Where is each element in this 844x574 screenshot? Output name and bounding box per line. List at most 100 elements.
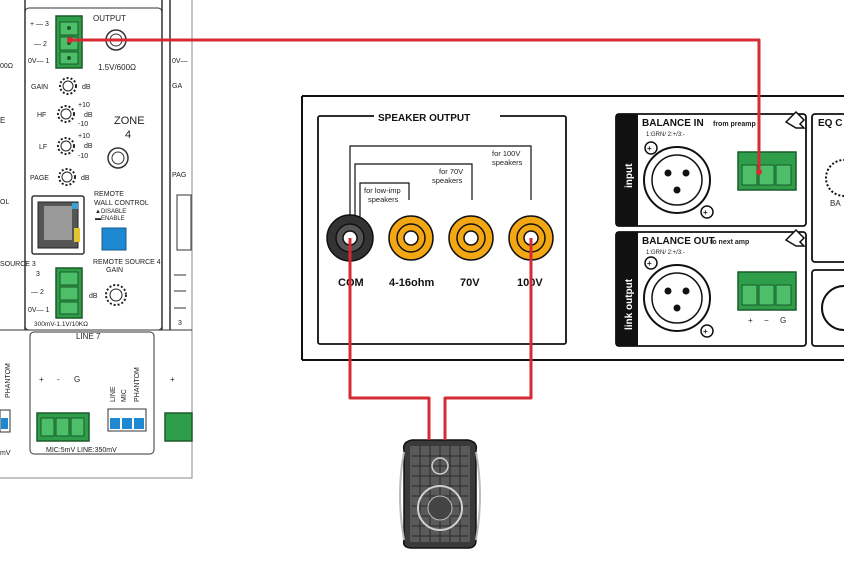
lf-knob[interactable] (57, 137, 75, 155)
terminal-brackets (349, 145, 532, 219)
scale-minus: -10 (78, 121, 88, 128)
terminal-label-70v: 70V (460, 277, 480, 289)
partial-label: GA (172, 83, 182, 90)
partial-connector (164, 412, 193, 442)
speaker-wire-com (348, 238, 431, 440)
rj45-port (31, 195, 85, 255)
gain-knob[interactable] (59, 77, 77, 95)
partial-jack (176, 194, 192, 251)
screw-icon (700, 205, 714, 219)
line-input-connector (55, 267, 83, 319)
zone-number: 4 (125, 129, 131, 141)
zone-label: ZONE (114, 115, 145, 127)
xlr-pin (673, 186, 681, 194)
balance-out-section: link output BALANCE OUT to next amp 1:GR… (615, 228, 807, 347)
db-label: dB (82, 84, 91, 91)
dip-switches[interactable] (107, 408, 147, 432)
gain-label: GAIN (31, 84, 48, 91)
xlr-pin (664, 287, 672, 295)
scale-plus: +10 (78, 133, 90, 140)
balance-in-label: BALANCE IN (642, 118, 704, 129)
mixer-panel: 00Ω E OL SOURCE 3 PHANTOM mV 0V— GA PAG … (0, 0, 193, 479)
balance-in-pins: 1:GRN/ 2:+/3:- (646, 132, 685, 138)
partial-label: 00Ω (0, 63, 13, 70)
hf-knob[interactable] (57, 105, 75, 123)
screw-icon (644, 256, 658, 270)
wire-end (756, 169, 762, 175)
page-knob[interactable] (58, 168, 76, 186)
terminal-70v[interactable] (448, 215, 494, 261)
remote-wall-label: REMOTE (94, 191, 124, 198)
xlr-pin (673, 304, 681, 312)
woofer-cone (427, 495, 453, 521)
eq-knob[interactable] (825, 159, 844, 197)
screw-icon (700, 324, 714, 338)
screw-cross: + (647, 144, 652, 153)
speaker-wire-100v (443, 238, 533, 440)
speaker (399, 439, 481, 549)
partial-label: PHANTOM (5, 363, 12, 398)
terminal-4-16ohm[interactable] (388, 215, 434, 261)
out-plus-label: + (748, 316, 753, 325)
scale-plus: +10 (78, 102, 90, 109)
db-label: dB (84, 143, 93, 150)
balance-out-label: BALANCE OUT (642, 236, 715, 247)
partial-label: OL (0, 199, 9, 206)
enable-label: ▬ENABLE (95, 216, 125, 222)
for-70v-line1: for 70V (439, 167, 463, 176)
hf-label: HF (37, 112, 46, 119)
remote-dip-switch[interactable] (101, 227, 127, 251)
partial-label: mV (0, 450, 11, 457)
mic-line-connector (36, 412, 90, 442)
remote-source-label: REMOTE SOURCE 4 (93, 259, 161, 266)
arrow-in-icon (784, 110, 806, 129)
input-pin-label: 3 (36, 271, 40, 278)
speaker-output-title: SPEAKER OUTPUT (378, 113, 470, 124)
db-label: dB (84, 112, 93, 119)
wire-end (67, 37, 73, 43)
zone-jack-inner (111, 151, 125, 165)
source-gain-knob[interactable] (105, 284, 127, 306)
partial-label: SOURCE 3 (0, 261, 36, 268)
mic-switch-label: MIC (121, 389, 128, 402)
balance-out-sub: to next amp (710, 239, 749, 246)
balance-in-connector (737, 151, 797, 191)
pin-label: + — 3 (30, 21, 49, 28)
for-100v-line1: for 100V (492, 149, 520, 158)
line7-section (29, 331, 155, 455)
eq-label: EQ C (818, 118, 842, 129)
xlr-pin (682, 287, 690, 295)
balance-out-pins: 1:GRN/ 2:+/3:- (646, 250, 685, 256)
for-low-imp-line1: for low-imp (364, 186, 401, 195)
minus-label: - (57, 375, 60, 384)
remote-wall-label: WALL CONTROL (94, 200, 149, 207)
ba-label: BA (830, 199, 841, 208)
out-minus-label: − (764, 316, 769, 325)
xlr-pin (664, 169, 672, 177)
phantom-switch-label: PHANTOM (134, 367, 141, 402)
line-switch-label: LINE (110, 386, 117, 402)
balance-in-section: input BALANCE IN from preamp 1:GRN/ 2:+/… (615, 110, 807, 227)
wires (70, 38, 761, 440)
partial-label: PAG (172, 172, 186, 179)
xlr-in-inner (651, 154, 703, 206)
input-vertical-label: input (624, 163, 635, 188)
pin-label: 0V— 1 (28, 58, 50, 65)
speaker-edge (475, 451, 481, 541)
page-label: PAGE (30, 175, 49, 182)
grille-pattern (412, 446, 468, 542)
out-ground-label: G (780, 316, 786, 325)
eq-section-partial: EQ C BA (811, 113, 844, 347)
for-70v-line2: speakers (432, 176, 463, 185)
lf-label: LF (39, 144, 47, 151)
disable-label: ▲DISABLE (95, 209, 126, 215)
tweeter (431, 457, 449, 475)
balance-in-sub: from preamp (713, 121, 756, 128)
balance-out-connector (737, 271, 797, 311)
terminal-label-4-16ohm: 4-16ohm (389, 277, 434, 289)
partial-plus: + (170, 375, 175, 384)
for-100v-line2: speakers (492, 158, 523, 167)
input-pin-label: 0V— 1 (28, 307, 50, 314)
